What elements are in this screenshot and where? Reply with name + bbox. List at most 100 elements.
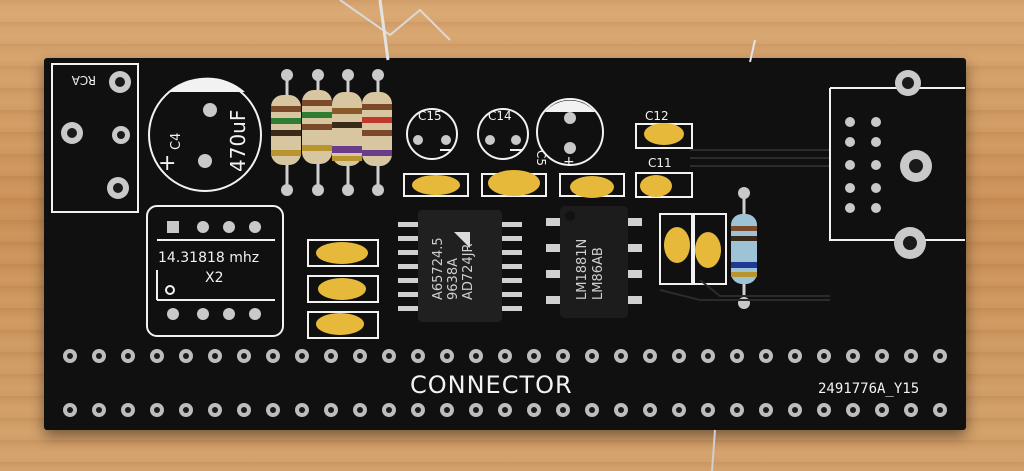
u1-line3: A65724.5: [431, 237, 446, 300]
u1-line2: 9638A: [446, 258, 461, 300]
header-pin-hole: [705, 353, 711, 359]
c11-label: C11: [648, 156, 672, 170]
header-pin-hole: [415, 353, 421, 359]
right-small-components: [659, 187, 757, 309]
header-pin-hole: [473, 353, 479, 359]
header-pin-hole: [96, 407, 102, 413]
output-connector-footprint: [829, 70, 965, 259]
header-pin-hole: [125, 353, 131, 359]
header-pin-hole: [792, 407, 798, 413]
header-pin-hole: [647, 353, 653, 359]
c5-footprint: C5 +: [534, 98, 604, 170]
header-pin-hole: [444, 353, 450, 359]
c5-label: C5: [534, 150, 548, 166]
header-pin-hole: [531, 407, 537, 413]
c11-footprint: C11: [635, 156, 693, 198]
header-pin-hole: [531, 353, 537, 359]
header-pin-hole: [96, 353, 102, 359]
header-pin-hole: [879, 353, 885, 359]
oscillator-mult-label: X2: [205, 270, 224, 286]
header-pin-hole: [879, 407, 885, 413]
header-pin-hole: [502, 353, 508, 359]
header-pin-hole: [676, 407, 682, 413]
header-pin-hole: [183, 407, 189, 413]
header-pin-hole: [821, 407, 827, 413]
c14-footprint: C14: [477, 108, 529, 160]
c4-value-label: 470uF: [226, 110, 250, 172]
header-pin-hole: [850, 407, 856, 413]
u1-ad724-chip: AD724JR 9638A A65724.5: [398, 210, 522, 322]
header-pin-hole: [386, 353, 392, 359]
header-pin-hole: [647, 407, 653, 413]
header-pin-hole: [444, 407, 450, 413]
header-pin-hole: [908, 353, 914, 359]
header-pin-hole: [212, 353, 218, 359]
pcb-board: [44, 58, 966, 430]
header-pin-hole: [357, 407, 363, 413]
header-pin-hole: [560, 407, 566, 413]
c15-label: C15: [418, 109, 442, 123]
header-pin-hole: [125, 407, 131, 413]
resistor-r4: [362, 75, 392, 190]
ceramic-caps-left: [307, 239, 379, 339]
c4-capacitor-footprint: + C4 470uF: [148, 77, 262, 192]
header-pin-hole: [357, 353, 363, 359]
resistor-r1: [271, 75, 301, 190]
header-pin-hole: [850, 353, 856, 359]
header-pin-hole: [589, 407, 595, 413]
header-pin-hole: [299, 407, 305, 413]
u1-line1: AD724JR: [461, 243, 476, 300]
header-pin-hole: [67, 407, 73, 413]
header-pin-hole: [821, 353, 827, 359]
header-pin-hole: [560, 353, 566, 359]
header-pin-hole: [734, 407, 740, 413]
c12-footprint: C12: [635, 109, 693, 149]
header-pin-hole: [183, 353, 189, 359]
header-pin-hole: [328, 407, 334, 413]
u2-line1: LM86AB: [591, 247, 606, 300]
pcb-traces: [659, 149, 830, 301]
header-pin-hole: [502, 407, 508, 413]
header-pin-hole: [154, 407, 160, 413]
resistor-r3: [332, 75, 362, 190]
header-pin-hole: [792, 353, 798, 359]
header-pin-hole: [937, 407, 943, 413]
svg-text:+: +: [158, 151, 176, 176]
u2-lm1881-chip: LM86AB LM1881N: [546, 206, 642, 318]
header-pins-bottom: [63, 403, 947, 417]
header-pin-hole: [386, 407, 392, 413]
header-pin-hole: [328, 353, 334, 359]
oscillator-freq-label: 14.31818 mhz: [158, 250, 259, 266]
c4-label: C4: [169, 133, 184, 150]
resistor-array: [271, 69, 392, 196]
header-pin-hole: [589, 353, 595, 359]
rca-label: RCA: [71, 73, 96, 87]
header-pin-hole: [618, 353, 624, 359]
header-pin-hole: [299, 353, 305, 359]
header-pin-hole: [270, 353, 276, 359]
header-pin-hole: [473, 407, 479, 413]
ceramic-caps-row: [403, 170, 625, 198]
svg-text:+: +: [563, 154, 575, 170]
part-number-label: 2491776A_Y15: [818, 381, 919, 397]
c15-footprint: C15: [406, 108, 458, 160]
c12-label: C12: [645, 109, 669, 123]
rca-connector-footprint: RCA: [51, 63, 139, 213]
header-pin-hole: [241, 353, 247, 359]
oscillator-footprint: 14.31818 mhz X2: [146, 205, 284, 337]
header-pin-hole: [415, 407, 421, 413]
header-pin-hole: [676, 353, 682, 359]
header-pin-hole: [705, 407, 711, 413]
header-pin-hole: [937, 353, 943, 359]
header-pin-hole: [618, 407, 624, 413]
header-pin-hole: [212, 407, 218, 413]
header-pin-hole: [67, 353, 73, 359]
header-pin-hole: [270, 407, 276, 413]
header-pin-hole: [763, 353, 769, 359]
header-pin-hole: [734, 353, 740, 359]
connector-label: CONNECTOR: [410, 371, 573, 399]
header-pin-hole: [908, 407, 914, 413]
header-pin-hole: [763, 407, 769, 413]
c14-label: C14: [488, 109, 512, 123]
